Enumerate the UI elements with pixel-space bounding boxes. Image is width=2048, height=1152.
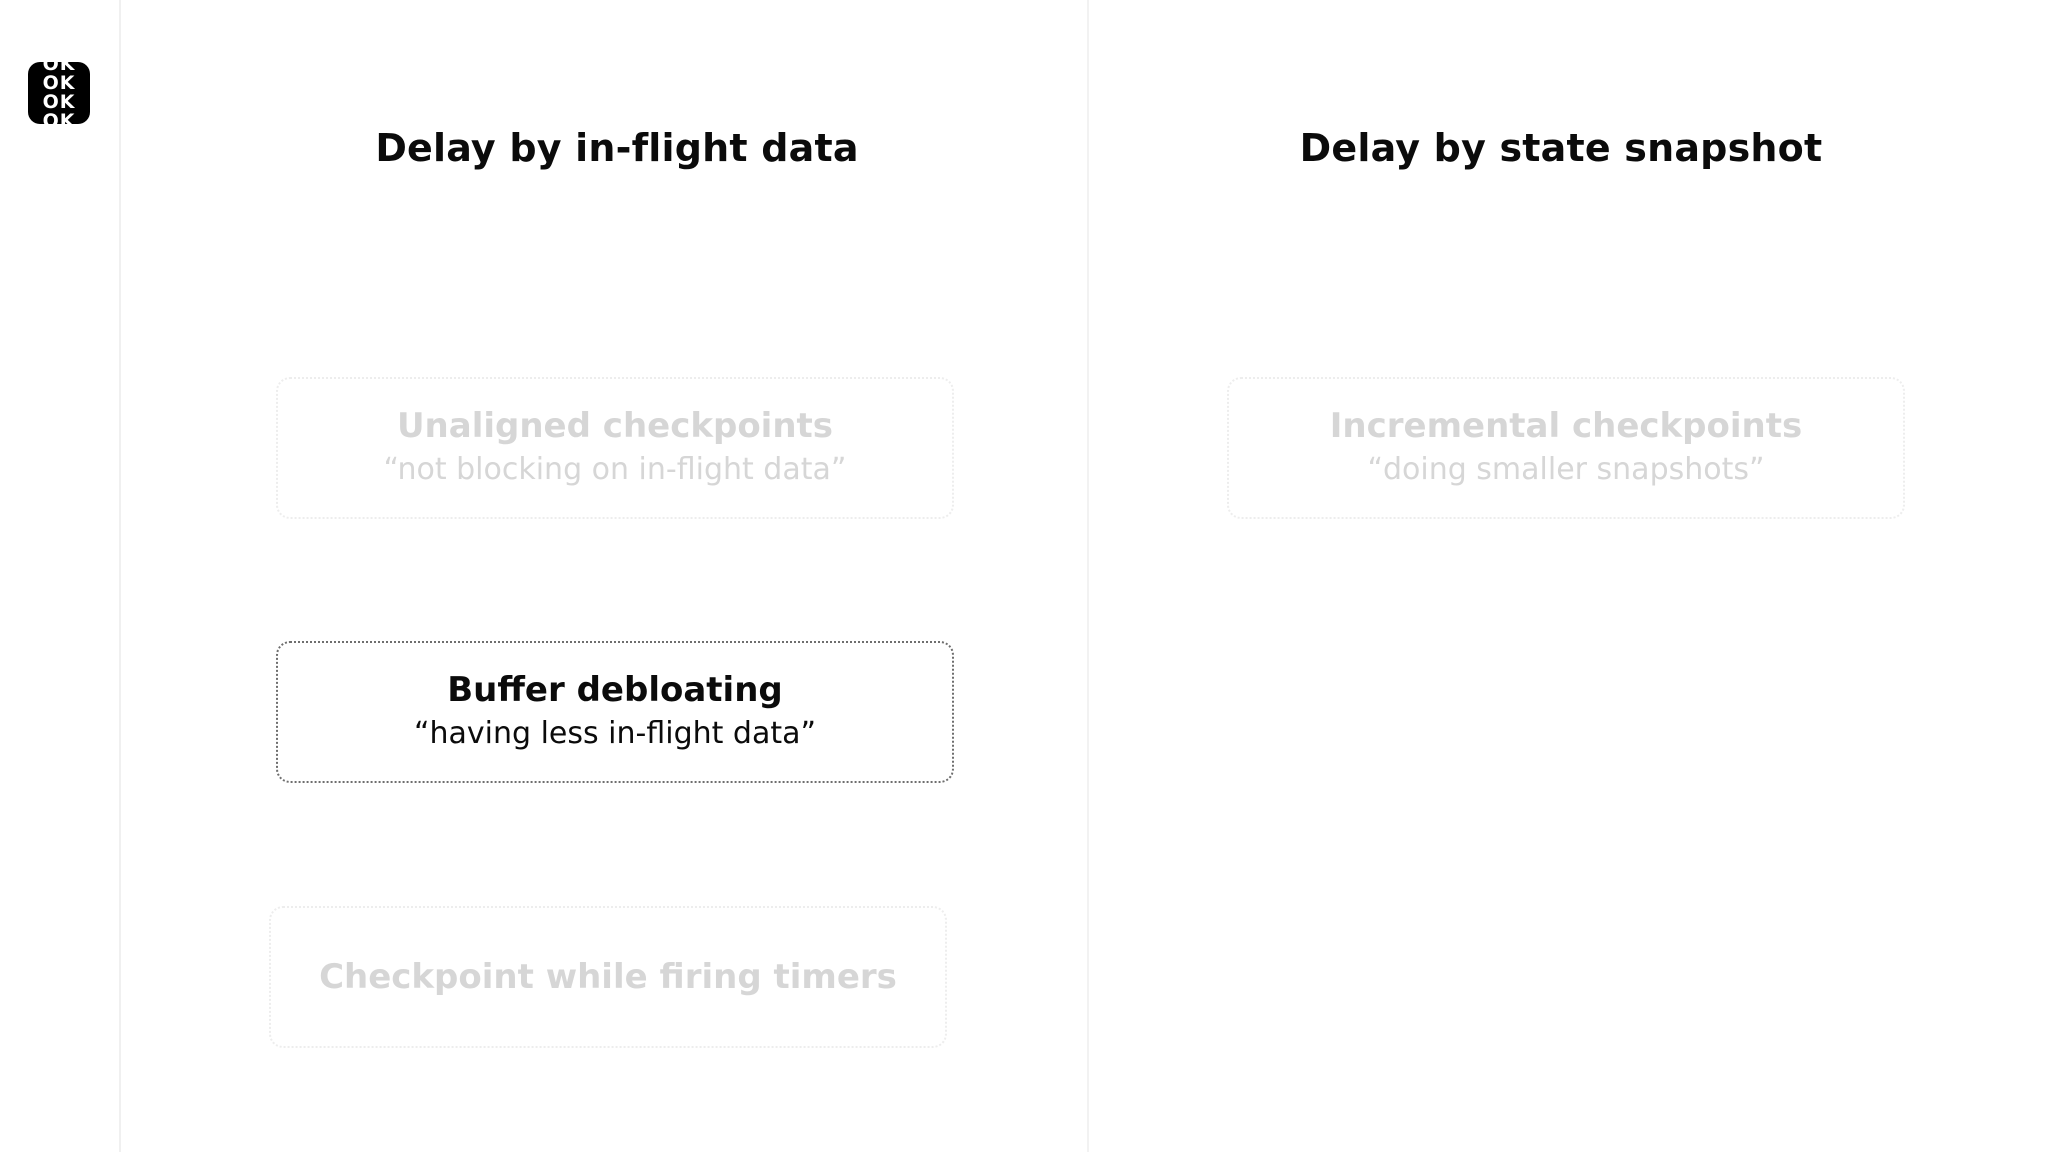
incremental-checkpoints-box: Incremental checkpoints “doing smaller s… xyxy=(1227,377,1905,519)
box-subtitle: “not blocking on in-flight data” xyxy=(383,452,847,487)
box-title: Buffer debloating xyxy=(447,670,783,710)
buffer-debloating-box: Buffer debloating “having less in-flight… xyxy=(276,641,954,783)
right-column-title: Delay by state snapshot xyxy=(1299,126,1823,170)
box-title: Unaligned checkpoints xyxy=(396,406,834,446)
box-title: Incremental checkpoints xyxy=(1329,406,1803,446)
logo-line: OK xyxy=(42,91,76,113)
logo-line: OK xyxy=(42,72,76,94)
unaligned-checkpoints-box: Unaligned checkpoints “not blocking on i… xyxy=(276,377,954,519)
left-column-title: Delay by in-flight data xyxy=(375,126,859,170)
box-subtitle: “having less in-flight data” xyxy=(413,716,817,751)
column-divider xyxy=(1087,0,1089,1152)
ok-logo: OK OK OK OK xyxy=(28,62,90,124)
left-rail xyxy=(0,0,121,1152)
logo-line: OK xyxy=(42,62,76,75)
checkpoint-timers-box: Checkpoint while firing timers xyxy=(269,906,947,1048)
logo-line: OK xyxy=(42,110,76,125)
box-subtitle: “doing smaller snapshots” xyxy=(1367,452,1765,487)
box-title: Checkpoint while firing timers xyxy=(319,957,897,997)
